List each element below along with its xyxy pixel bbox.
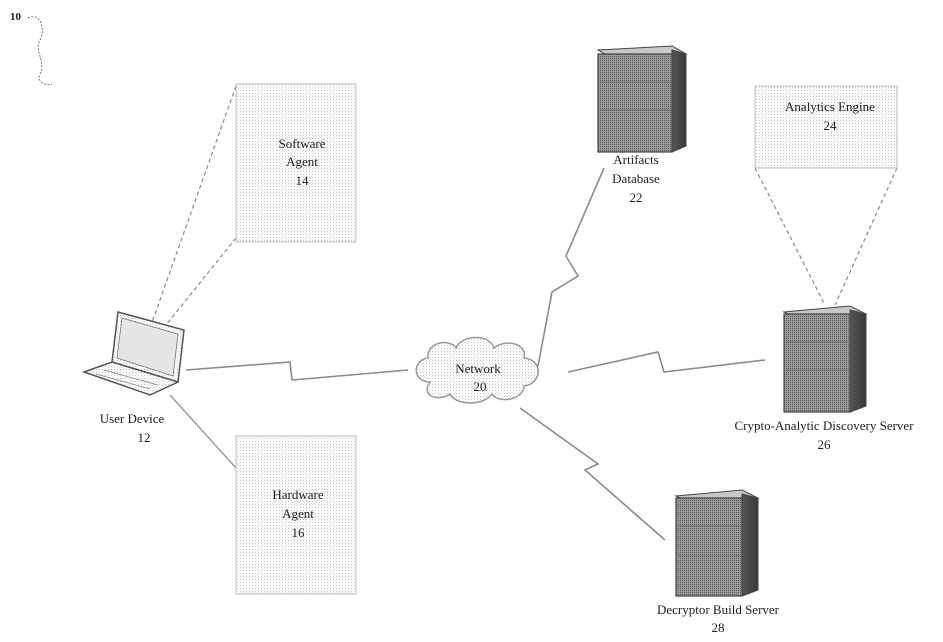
analytics-engine-label: Analytics Engine [785, 99, 875, 114]
decryptor-server-label: Decryptor Build Server [657, 602, 780, 617]
cloud-icon: Network 20 [415, 336, 539, 404]
laptop-keyboard [81, 361, 181, 396]
software-agent-box: Software Agent 14 [235, 83, 357, 243]
link-network-discovery-server [567, 351, 766, 373]
discovery-server-icon [782, 305, 868, 413]
discovery-server-ref: 26 [818, 437, 832, 452]
figure-reference: 10 [10, 11, 53, 85]
network-ref: 20 [474, 379, 487, 394]
projection-lines [149, 85, 898, 331]
analytics-engine-panel [754, 85, 898, 169]
hardware-agent-links [169, 394, 237, 469]
analytics-engine-projection-right [834, 167, 898, 306]
analytics-engine-box: Analytics Engine 24 [754, 85, 898, 169]
software-agent-label-2: Agent [286, 154, 318, 169]
figure-ref-number: 10 [10, 11, 22, 23]
analytics-engine-projection-left [754, 167, 826, 306]
decryptor-server-ref: 28 [712, 620, 725, 635]
user-device-ref: 12 [138, 430, 151, 445]
network-cloud-shape [415, 336, 539, 404]
hardware-agent-label-1: Hardware [272, 487, 323, 502]
database-server-icon [596, 45, 688, 153]
artifacts-database-label-1: Artifacts [613, 152, 658, 167]
laptop-display [116, 317, 179, 377]
link-user-device-network [185, 361, 409, 381]
software-agent-projection-top [149, 85, 237, 329]
software-agent-projection-bottom [161, 237, 237, 331]
hardware-agent-ref: 16 [292, 525, 306, 540]
network-label: Network [455, 361, 501, 376]
server-side [849, 309, 867, 413]
figure-leader-squiggle [27, 16, 53, 85]
network-links [185, 167, 766, 541]
hardware-agent-panel [235, 435, 357, 595]
artifacts-database-label-2: Database [612, 171, 660, 186]
analytics-engine-ref: 24 [824, 118, 838, 133]
software-agent-panel [235, 83, 357, 243]
artifacts-database-ref: 22 [630, 190, 643, 205]
hardware-agent-link [169, 394, 237, 469]
link-network-decryptor-server [519, 407, 666, 541]
software-agent-ref: 14 [296, 173, 310, 188]
server-front [675, 497, 743, 597]
server-side [741, 493, 759, 597]
server-side [671, 49, 687, 153]
hardware-agent-label-2: Agent [282, 506, 314, 521]
link-network-artifacts-database [537, 167, 605, 367]
software-agent-label-1: Software [279, 136, 326, 151]
server-front [783, 313, 851, 413]
hardware-agent-box: Hardware Agent 16 [235, 435, 357, 595]
user-device-label: User Device [100, 411, 165, 426]
discovery-server-label: Crypto-Analytic Discovery Server [734, 418, 914, 433]
server-front [597, 53, 673, 153]
laptop-icon [81, 311, 185, 396]
decryptor-server-icon [674, 489, 760, 597]
